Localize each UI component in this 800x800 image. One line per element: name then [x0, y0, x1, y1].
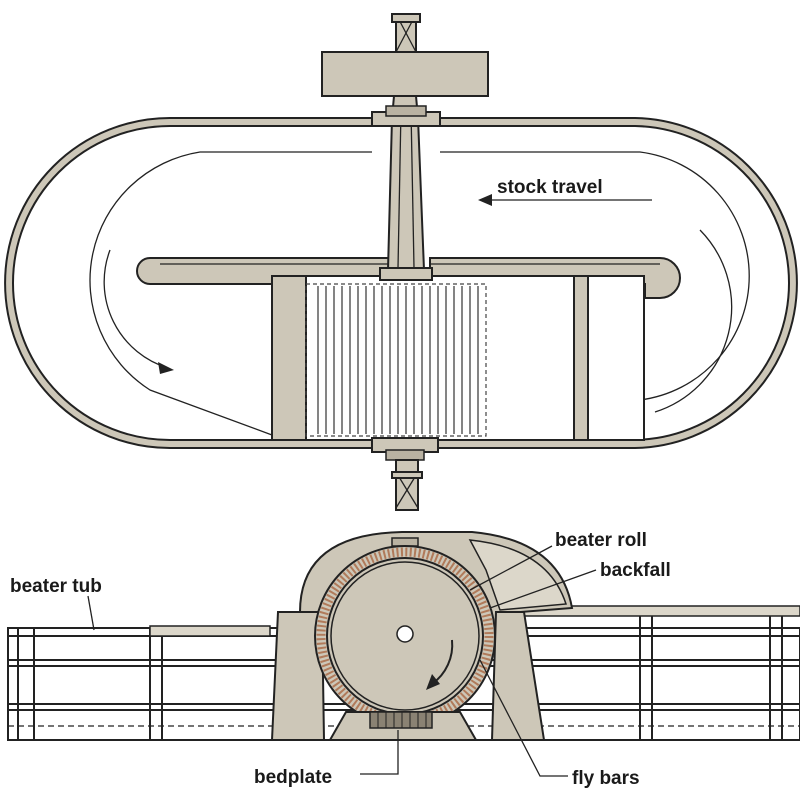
flow-arrow-left	[103, 249, 169, 369]
elevation-view: beater roll backfall beater tub bedplate…	[7, 530, 800, 789]
backfall-label: backfall	[600, 560, 671, 581]
beater-roll	[314, 545, 496, 727]
flow-arrow-right	[654, 229, 733, 413]
stock-travel-label: stock travel	[497, 177, 603, 198]
fly-bars-label: fly bars	[572, 768, 640, 789]
plan-view: stock travel	[4, 13, 798, 511]
beater-tub-label: beater tub	[10, 576, 102, 597]
housing-left-wall	[271, 275, 307, 441]
backfall	[468, 539, 568, 611]
beater-roll-label: beater roll	[555, 530, 647, 551]
roll-axle	[396, 625, 414, 643]
roll-bars-plan	[317, 286, 479, 434]
bedplate	[369, 711, 433, 729]
bedplate-label: bedplate	[254, 767, 332, 788]
tub-inner-line-right	[440, 151, 750, 431]
tub-inner-line	[89, 151, 372, 436]
pulley	[321, 51, 489, 97]
fly-bars-ring	[316, 547, 494, 725]
housing-right-wall	[573, 275, 589, 441]
